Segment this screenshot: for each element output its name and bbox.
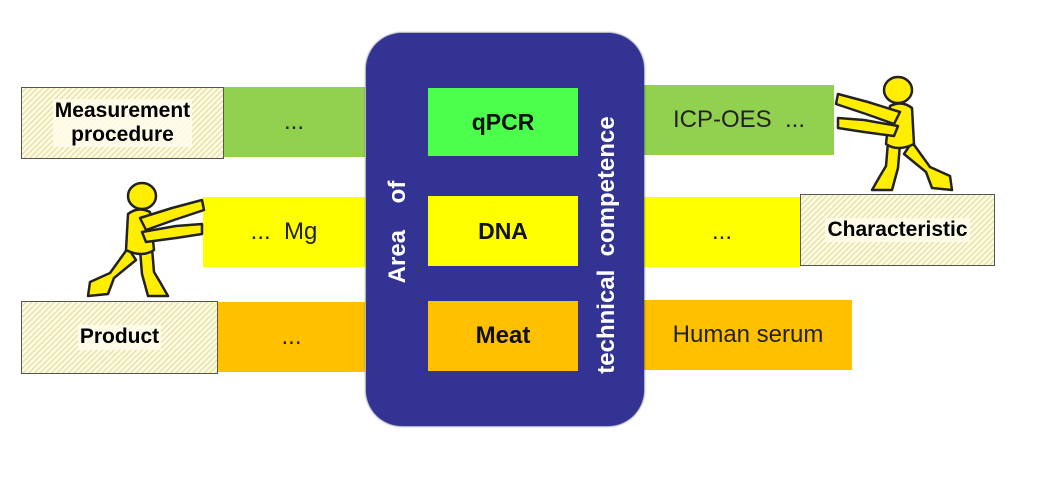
center-box-meat-text: Meat	[475, 322, 531, 349]
right-bar-top: ICP-OES ...	[644, 85, 834, 155]
center-box-dna: DNA	[428, 196, 578, 266]
left-bar-middle: ... Mg	[203, 197, 365, 267]
center-box-qpcr: qPCR	[428, 88, 578, 156]
left-bar-middle-text: ... Mg	[250, 218, 318, 245]
pushing-person-icon	[834, 75, 954, 192]
left-bar-top: ...	[223, 87, 365, 157]
characteristic-label: Characteristic	[825, 217, 970, 243]
left-bar-top-text: ...	[283, 108, 304, 135]
center-box-qpcr-text: qPCR	[471, 108, 535, 135]
measurement-procedure-box: Measurement procedure	[21, 87, 224, 159]
right-bar-bottom-text: Human serum	[672, 321, 824, 348]
right-bar-middle-text: ...	[711, 218, 732, 245]
product-box: Product	[21, 301, 218, 374]
area-of-vertical-text: Area of	[384, 180, 411, 284]
center-box-meat: Meat	[428, 301, 578, 371]
right-bar-middle: ...	[644, 197, 800, 267]
center-box-dna-text: DNA	[478, 217, 528, 244]
right-bar-top-text: ICP-OES ...	[672, 106, 806, 133]
right-bar-bottom: Human serum	[644, 300, 852, 370]
left-bar-bottom-text: ...	[281, 323, 302, 350]
technical-competence-vertical-text: technical competence	[593, 116, 620, 374]
pushing-person-icon	[86, 181, 206, 298]
measurement-procedure-label: Measurement procedure	[52, 98, 193, 148]
characteristic-box: Characteristic	[800, 194, 995, 266]
left-bar-bottom: ...	[218, 302, 365, 372]
product-label: Product	[77, 325, 162, 350]
